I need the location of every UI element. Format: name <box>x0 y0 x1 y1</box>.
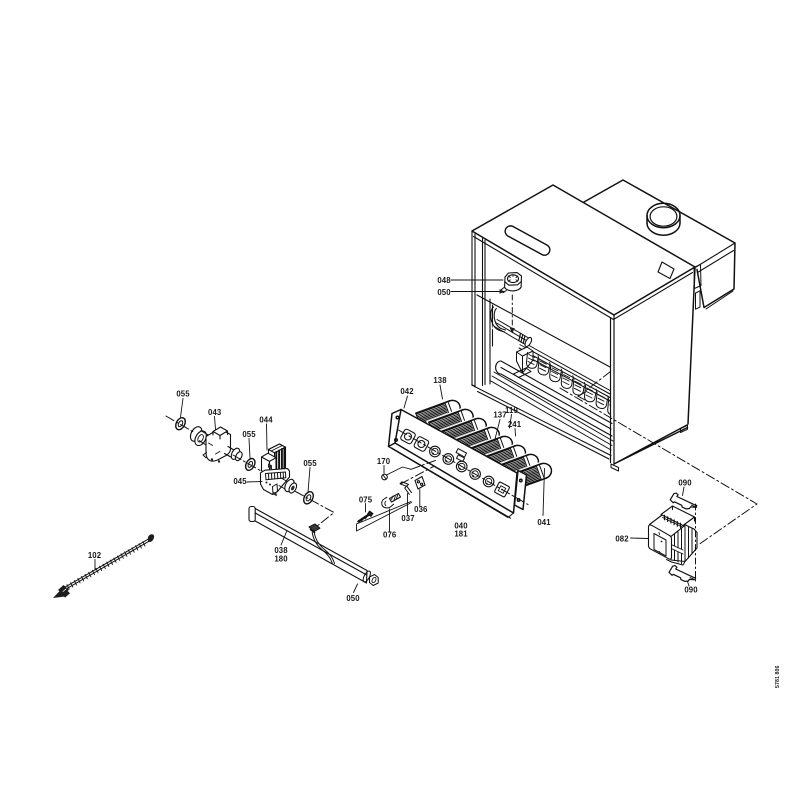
svg-text:076: 076 <box>383 531 397 540</box>
svg-text:055: 055 <box>176 390 190 399</box>
svg-text:181: 181 <box>454 530 468 539</box>
svg-text:050: 050 <box>346 594 360 603</box>
svg-text:036: 036 <box>414 505 428 514</box>
svg-text:137: 137 <box>493 411 506 420</box>
svg-text:037: 037 <box>401 514 414 523</box>
svg-text:180: 180 <box>274 555 288 564</box>
svg-text:055: 055 <box>303 459 317 468</box>
svg-text:119: 119 <box>505 406 518 415</box>
svg-text:090: 090 <box>684 586 698 595</box>
svg-text:043: 043 <box>208 408 222 417</box>
svg-text:041: 041 <box>537 518 551 527</box>
svg-text:5781 806: 5781 806 <box>775 666 781 688</box>
svg-text:241: 241 <box>508 420 522 429</box>
svg-text:075: 075 <box>359 496 373 505</box>
svg-text:138: 138 <box>433 376 447 385</box>
svg-text:170: 170 <box>377 457 391 466</box>
svg-text:102: 102 <box>88 551 102 560</box>
svg-text:038: 038 <box>274 546 288 555</box>
svg-text:048: 048 <box>437 276 451 285</box>
svg-text:082: 082 <box>615 535 629 544</box>
svg-text:090: 090 <box>678 479 692 488</box>
svg-text:050: 050 <box>437 288 451 297</box>
svg-text:045: 045 <box>233 477 247 486</box>
svg-text:044: 044 <box>259 416 273 425</box>
svg-text:040: 040 <box>454 522 468 531</box>
svg-text:055: 055 <box>242 430 256 439</box>
svg-text:042: 042 <box>400 387 414 396</box>
